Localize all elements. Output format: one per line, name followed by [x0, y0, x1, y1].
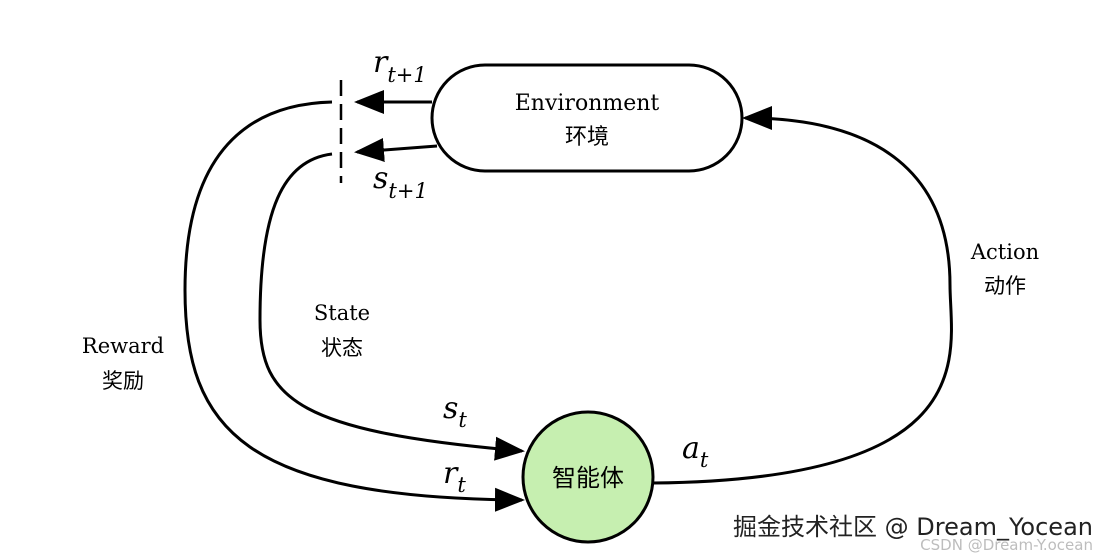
watermark-secondary: CSDN @Dream-Y.ocean: [920, 536, 1093, 554]
action-arrow: [652, 106, 953, 485]
state-arrow: [258, 152, 525, 461]
agent-node: [521, 410, 655, 544]
action-label-en: Action: [970, 240, 1039, 264]
action-label-zh: 动作: [984, 274, 1026, 298]
next-state-symbol: st+1: [373, 161, 428, 203]
reward-arrow: [183, 100, 525, 512]
watermark-primary: 掘金技术社区 @ Dream_Yocean: [733, 513, 1093, 541]
next-state-arrow: [354, 138, 438, 162]
agent-label-zh: 智能体: [552, 464, 624, 492]
state-label-en: State: [314, 301, 370, 325]
action-symbol: at: [682, 431, 709, 472]
reward-label-zh: 奖励: [102, 369, 144, 393]
environment-label-zh: 环境: [565, 125, 609, 150]
environment-label-en: Environment: [515, 91, 660, 116]
reward-symbol: rt: [443, 456, 466, 497]
state-label-zh: 状态: [321, 336, 363, 360]
reward-label-en: Reward: [82, 334, 164, 358]
environment-node: [430, 63, 744, 173]
state-symbol: st: [443, 391, 467, 432]
next-reward-symbol: rt+1: [373, 45, 427, 87]
